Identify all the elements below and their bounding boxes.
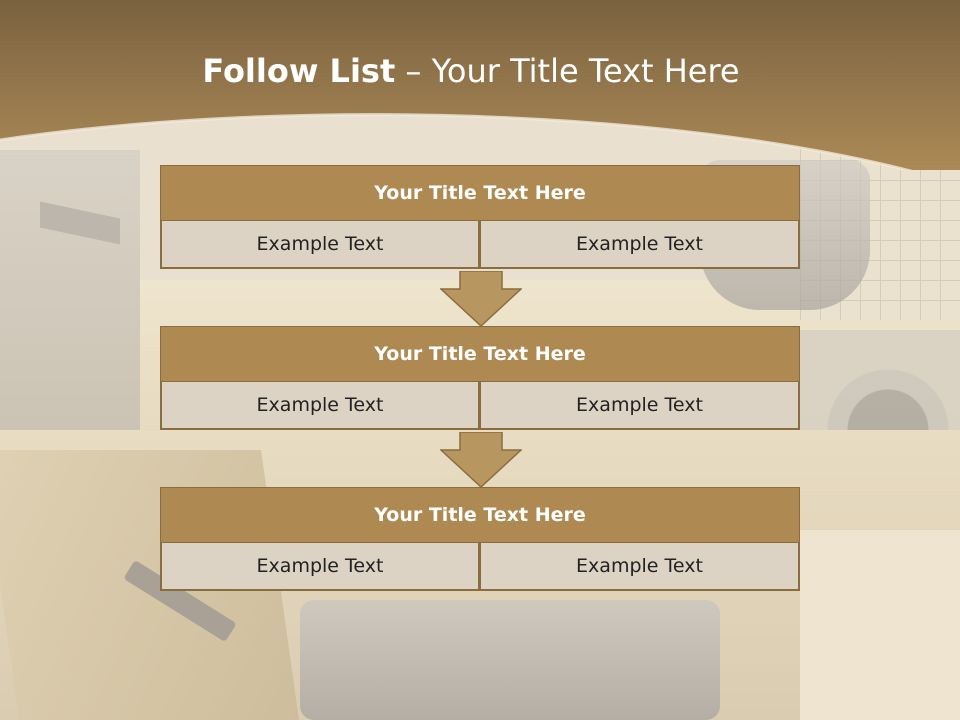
block-cell-left: Example Text: [160, 382, 480, 430]
list-block-1: Your Title Text Here Example Text Exampl…: [160, 165, 800, 269]
block-title: Your Title Text Here: [160, 326, 800, 382]
block-cell-right: Example Text: [480, 221, 800, 269]
title-rest: – Your Title Text Here: [395, 52, 740, 90]
block-title: Your Title Text Here: [160, 165, 800, 221]
block-cell-left: Example Text: [160, 221, 480, 269]
list-block-2: Your Title Text Here Example Text Exampl…: [160, 326, 800, 430]
header-band: Follow List – Your Title Text Here: [0, 0, 960, 170]
down-arrow-icon: [440, 432, 522, 488]
slide-title: Follow List – Your Title Text Here: [0, 52, 942, 90]
block-cell-right: Example Text: [480, 543, 800, 591]
block-title: Your Title Text Here: [160, 487, 800, 543]
down-arrow-icon: [440, 271, 522, 327]
block-cell-left: Example Text: [160, 543, 480, 591]
block-cell-right: Example Text: [480, 382, 800, 430]
list-block-3: Your Title Text Here Example Text Exampl…: [160, 487, 800, 591]
title-bold: Follow List: [202, 52, 396, 90]
